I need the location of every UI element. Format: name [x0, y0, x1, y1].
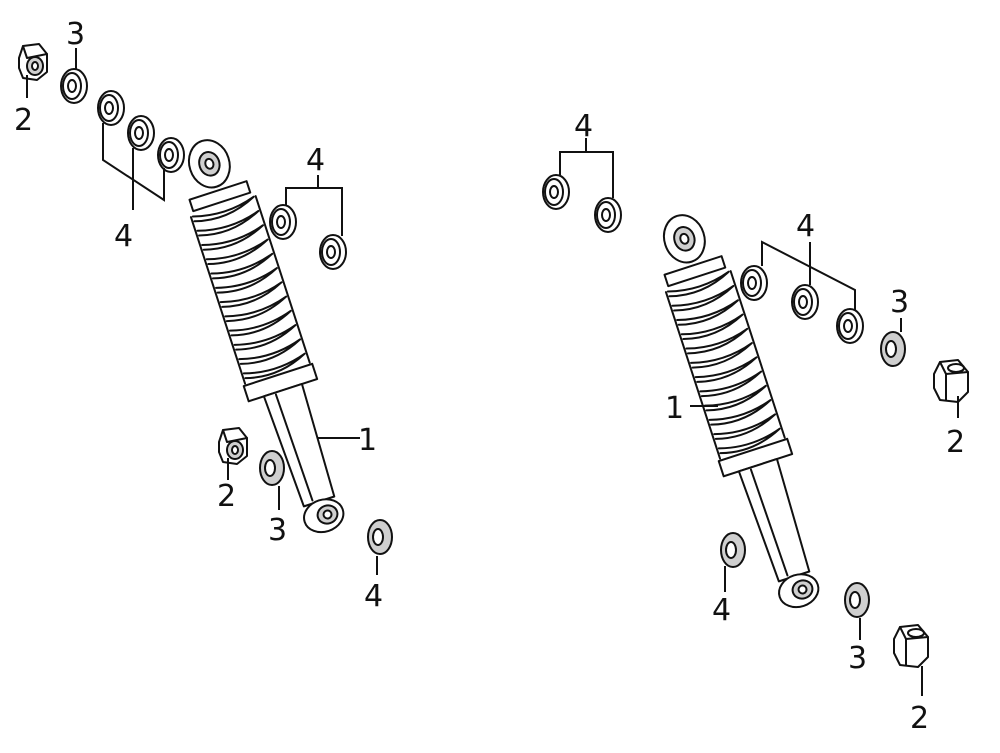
nut-icon	[18, 43, 48, 81]
washer-icon	[60, 68, 88, 104]
callout-label: 2	[946, 425, 965, 460]
callout-label: 3	[890, 285, 909, 320]
callout-label: 4	[574, 109, 593, 144]
washer-icon	[594, 197, 622, 233]
callout-label: 1	[665, 391, 684, 426]
right-shock-absorber	[662, 214, 820, 609]
callout-label: 1	[358, 423, 377, 458]
washer-icon	[844, 582, 870, 618]
washer-icon	[367, 519, 393, 555]
callout-label: 4	[306, 143, 325, 178]
washer-icon	[791, 284, 819, 320]
callout-label: 4	[796, 209, 815, 244]
washer-icon	[157, 137, 185, 173]
cap-nut-icon	[933, 359, 969, 403]
nut-icon	[218, 427, 248, 465]
callout-label: 2	[14, 103, 33, 138]
cap-nut-icon	[893, 624, 929, 668]
washer-icon	[319, 234, 347, 270]
callout-label: 2	[217, 479, 236, 514]
callout-label: 3	[848, 641, 867, 676]
callout-label: 3	[268, 513, 287, 548]
washer-icon	[259, 450, 285, 486]
callout-label: 3	[66, 17, 85, 52]
washer-icon	[836, 308, 864, 344]
washer-icon	[542, 174, 570, 210]
washer-icon	[97, 90, 125, 126]
callout-label: 4	[712, 593, 731, 628]
callout-label: 4	[364, 579, 383, 614]
callout-label: 4	[114, 219, 133, 254]
callout-label: 2	[910, 701, 929, 736]
washer-icon	[127, 115, 155, 151]
left-shock-absorber	[187, 139, 345, 534]
washer-icon	[269, 204, 297, 240]
washer-icon	[740, 265, 768, 301]
washer-icon	[720, 532, 746, 568]
washer-icon	[880, 331, 906, 367]
